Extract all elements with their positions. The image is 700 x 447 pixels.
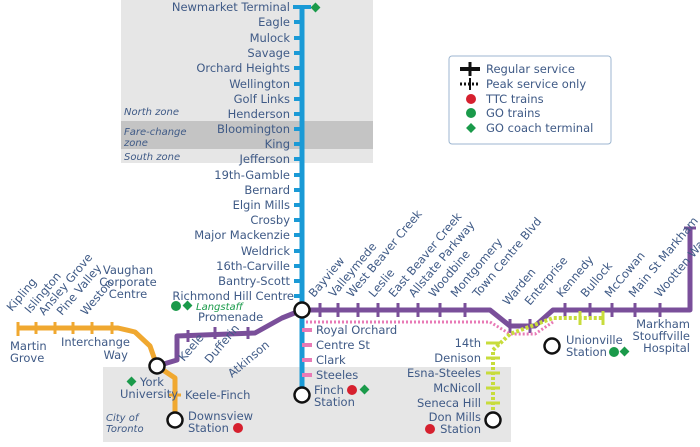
station-bernard: Bernard: [244, 183, 290, 197]
station-mcnicoll: McNicoll: [433, 381, 481, 395]
downsview-ttc-icon: [233, 423, 243, 433]
ttc-train-icon: [466, 94, 476, 104]
station-vaughan-1: Vaughan: [103, 263, 153, 277]
purple-line: [156, 228, 693, 369]
station-martin-grove-2: Grove: [10, 351, 44, 365]
station-richmond-hill-centre: Richmond Hill Centre: [172, 289, 294, 303]
station-markham-2: Stouffville: [632, 329, 690, 343]
station-mulock: Mulock: [250, 31, 291, 45]
station-elgin-mills: Elgin Mills: [233, 198, 290, 212]
station-centre-st: Centre St: [316, 338, 370, 352]
langstaff-go-coach-icon: [182, 300, 193, 311]
station-downsview-1: Downsview: [188, 409, 253, 423]
legend-ttc: TTC trains: [485, 92, 544, 106]
station-steeles: Steeles: [316, 368, 358, 382]
orange-line: [18, 325, 178, 420]
richmond-hill-centre-interchange: [293, 301, 311, 319]
regular-service-icon: [460, 62, 480, 76]
legend-go-trains: GO trains: [486, 106, 540, 120]
station-16th-carville: 16th-Carville: [216, 259, 290, 273]
south-zone-label: South zone: [124, 152, 180, 163]
orange-line-ticks: [16, 322, 181, 397]
station-interchange-2: Way: [104, 348, 129, 362]
station-eagle: Eagle: [258, 15, 290, 29]
city-of-toronto-area: [103, 367, 511, 442]
station-don-mills-1: Don Mills: [429, 410, 481, 424]
station-york-2: University: [120, 387, 178, 401]
station-orchard-heights: Orchard Heights: [196, 61, 290, 75]
station-golf-links: Golf Links: [234, 92, 290, 106]
station-14th: 14th: [455, 336, 481, 350]
station-york-1: York: [139, 375, 164, 389]
purple-line-ticks: [186, 226, 696, 342]
station-martin-grove-1: Martin: [10, 339, 47, 353]
unionville-interchange: [543, 337, 561, 355]
station-unionville-1: Unionville: [566, 333, 623, 347]
legend-go-coach: GO coach terminal: [486, 121, 593, 135]
unionville-go-train-icon: [609, 347, 619, 357]
station-wellington: Wellington: [229, 77, 290, 91]
station-finch-1: Finch: [314, 383, 344, 397]
station-esna-steeles: Esna-Steeles: [407, 366, 481, 380]
legend: Regular service Peak service only TTC tr…: [448, 55, 612, 145]
peak-service-icon: [460, 78, 480, 90]
station-king: King: [265, 137, 290, 151]
station-jefferson: Jefferson: [238, 152, 290, 166]
legend-regular: Regular service: [486, 62, 575, 76]
station-henderson: Henderson: [228, 107, 290, 121]
york-go-coach-icon: [126, 376, 137, 387]
go-train-icon: [466, 108, 476, 118]
langstaff-go-train-icon: [171, 301, 181, 311]
station-markham-3: Hospital: [643, 341, 690, 355]
pink-line-ticks: [302, 328, 312, 377]
station-clark: Clark: [316, 353, 346, 367]
station-weldrick: Weldrick: [241, 244, 291, 258]
north-zone-label: North zone: [124, 107, 179, 118]
finch-ttc-icon: [347, 385, 357, 395]
station-major-mackenzie: Major Mackenzie: [194, 228, 290, 242]
station-langstaff: Langstaff: [196, 302, 245, 313]
station-bloomington: Bloomington: [217, 122, 290, 136]
north-zone-area: [121, 0, 373, 121]
downsview-interchange: [166, 411, 184, 429]
station-royal-orchard: Royal Orchard: [316, 323, 397, 337]
lime-line-ticks: [486, 311, 605, 405]
station-newmarket: Newmarket Terminal: [172, 0, 290, 14]
station-bantry-scott: Bantry-Scott: [218, 274, 290, 288]
station-19th-gamble: 19th-Gamble: [214, 168, 290, 182]
station-seneca-hill: Seneca Hill: [417, 396, 481, 410]
finch-go-coach-icon: [359, 384, 370, 395]
station-savage: Savage: [247, 46, 290, 60]
station-vaughan-2: Corporate: [99, 275, 157, 289]
station-don-mills-2: Station: [440, 422, 481, 436]
purple-rotated-labels: Bayview Valleymede West Beaver Creek Les…: [306, 207, 700, 308]
station-promenade: Promenade: [198, 310, 263, 324]
blue-line-ticks: [293, 5, 311, 298]
south-zone-area: [121, 149, 373, 163]
don-mills-ttc-icon: [425, 424, 435, 434]
unionville-go-coach-icon: [619, 346, 630, 357]
station-markham-1: Markham: [636, 317, 690, 331]
station-vaughan-3: Centre: [109, 287, 147, 301]
finch-interchange: [293, 386, 311, 404]
fare-change-zone-area: [121, 121, 373, 149]
station-unionville-2: Station: [566, 345, 607, 359]
station-crosby: Crosby: [250, 213, 290, 227]
york-university-interchange: [148, 357, 166, 375]
station-keele-finch: Keele-Finch: [185, 388, 250, 402]
pink-peak-line: [302, 320, 554, 336]
interchange-circles: [148, 301, 561, 429]
station-finch-2: Station: [314, 395, 355, 409]
don-mills-interchange: [484, 411, 502, 429]
station-downsview-2: Station: [188, 421, 229, 435]
legend-box: [448, 55, 612, 145]
station-denison: Denison: [434, 351, 481, 365]
legend-peak: Peak service only: [486, 77, 586, 91]
station-interchange-1: Interchange: [61, 335, 130, 349]
